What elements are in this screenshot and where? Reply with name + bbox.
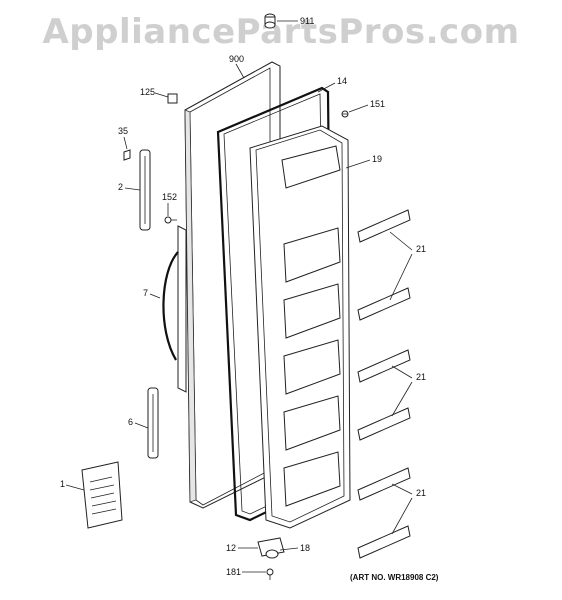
callout-181: 181	[226, 567, 241, 577]
leader-14	[317, 82, 336, 93]
part-21-shelf-bars-lower[interactable]	[357, 467, 411, 559]
art-number: (ART NO. WR18908 C2)	[350, 573, 439, 582]
leader-19	[345, 159, 371, 169]
leader-21-upper-a	[389, 231, 413, 251]
leader-125	[154, 92, 169, 98]
part-18-hinge-bushing[interactable]	[265, 549, 279, 559]
leader-21-middle-b	[391, 381, 413, 417]
part-1-booklet[interactable]	[81, 461, 123, 529]
part-21-shelf-bars-upper[interactable]	[357, 209, 411, 321]
callout-21-upper: 21	[416, 244, 426, 254]
callout-7: 7	[143, 288, 148, 298]
leader-21-upper-b	[389, 253, 413, 301]
part-12-hinge-bracket[interactable]	[257, 537, 285, 557]
leader-1	[65, 484, 85, 491]
part-19-door-liner[interactable]	[249, 125, 351, 529]
part-125-pad[interactable]	[167, 93, 178, 104]
part-7-door-handle[interactable]	[162, 225, 187, 393]
callout-19: 19	[372, 154, 382, 164]
callout-900: 900	[229, 54, 244, 64]
leader-35	[123, 136, 128, 150]
part-2-handle-trim[interactable]	[139, 149, 151, 231]
callout-125: 125	[140, 87, 155, 97]
leader-21-middle-a	[391, 365, 413, 379]
callout-1: 1	[60, 479, 65, 489]
leader-7	[149, 293, 161, 299]
callout-151: 151	[370, 99, 385, 109]
callout-6: 6	[128, 417, 133, 427]
callout-152: 152	[162, 192, 177, 202]
callout-14: 14	[337, 76, 347, 86]
callout-21-middle: 21	[416, 372, 426, 382]
leader-21-lower-b	[391, 497, 413, 535]
callout-21-lower: 21	[416, 488, 426, 498]
watermark: AppliancePartsPros.com	[42, 12, 520, 52]
callout-12: 12	[226, 543, 236, 553]
part-21-shelf-bars-middle[interactable]	[357, 349, 411, 441]
part-911-cap[interactable]	[264, 13, 276, 29]
leader-2	[124, 187, 141, 191]
leader-151	[348, 104, 369, 113]
leader-6	[134, 422, 149, 429]
leader-18	[279, 547, 299, 551]
callout-18: 18	[300, 543, 310, 553]
leader-21-lower-a	[391, 483, 413, 495]
part-181-screw[interactable]	[266, 568, 274, 580]
callout-2: 2	[118, 182, 123, 192]
part-35-clip[interactable]	[123, 149, 131, 161]
callout-911: 911	[300, 16, 314, 26]
part-151-screw[interactable]	[341, 110, 349, 118]
leader-900	[235, 63, 245, 79]
callout-35: 35	[118, 126, 128, 136]
part-6-lower-trim[interactable]	[147, 387, 159, 459]
part-152-screw[interactable]	[164, 216, 177, 224]
